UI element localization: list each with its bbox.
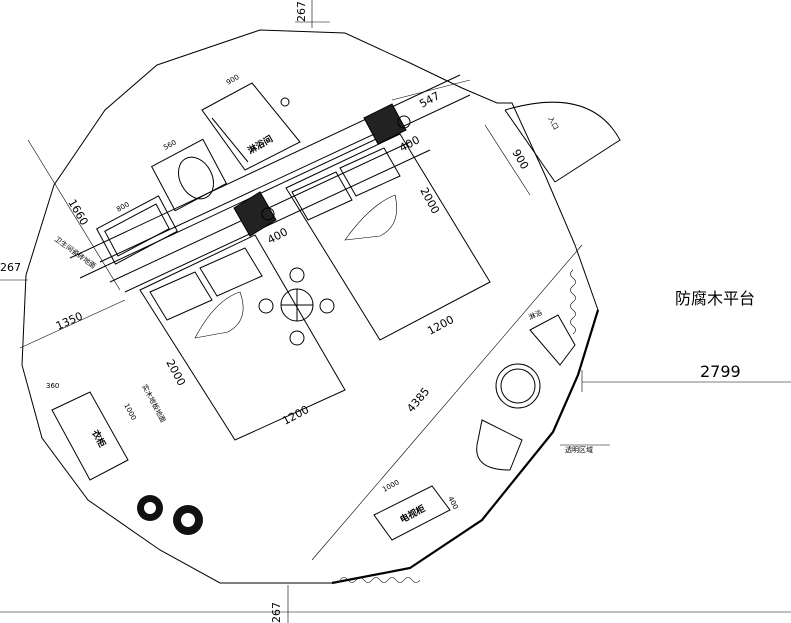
pillar-a: 400 (233, 191, 290, 247)
dim-top-offset: 267 (295, 1, 308, 22)
dim-bed-a-length: 2000 (163, 357, 188, 388)
dim-overall-width: 2799 (700, 362, 741, 381)
dim-tv-length: 1000 (381, 478, 400, 493)
lounge-chair (476, 419, 523, 471)
armchair (529, 314, 576, 366)
dim-diagonal: 4385 (404, 385, 432, 415)
chandelier-icon (258, 267, 335, 346)
wardrobe: 衣柜 360 1000 (46, 382, 138, 481)
corridor-walls (69, 74, 471, 293)
building-outline (21, 29, 599, 584)
tv-cabinet: 电视柜 1000 400 (373, 478, 460, 541)
shower-room-label: 淋浴间 (246, 133, 275, 157)
deck-label: 防腐木平台 (675, 289, 755, 308)
dim-bed-a-width: 1200 (280, 403, 311, 428)
wood-floor-label: 实木地板地面 (140, 383, 168, 424)
dim-pillar-a: 400 (265, 225, 290, 246)
tv-cabinet-label: 电视柜 (398, 502, 427, 525)
bed-a: 2000 1200 (139, 234, 346, 441)
dim-bath-length: 1660 (65, 197, 90, 228)
entrance-label: 入口 (546, 115, 560, 131)
bath-floor-label: 卫生间瓷砖地面 (53, 234, 98, 270)
shower-room: 900 淋浴间 (201, 73, 301, 171)
dim-front-depth: 1350 (54, 309, 85, 332)
dim-wardrobe-length: 1000 (122, 402, 137, 421)
round-table (495, 363, 541, 409)
dim-wardrobe-depth: 360 (46, 382, 59, 390)
dim-bed-b-width: 1200 (425, 313, 456, 338)
curtain-bottom (339, 577, 421, 583)
curtain-right (570, 269, 576, 335)
basin: 800 (96, 195, 178, 265)
dim-toilet-width: 560 (162, 138, 178, 151)
shower-tag: 淋浴 (527, 308, 543, 322)
bed-b: 2000 1200 (285, 133, 491, 341)
dim-bed-b-length: 2000 (417, 185, 442, 216)
dim-bottom-offset: 267 (270, 602, 283, 623)
transparent-area-label: 透明区域 (565, 445, 593, 454)
wardrobe-label: 衣柜 (89, 428, 108, 450)
dim-shower-width: 900 (225, 73, 241, 87)
glass-wall (331, 309, 600, 585)
tree-icon (137, 495, 203, 535)
toilet: 560 (150, 138, 228, 212)
dim-left-offset: 267 (0, 261, 21, 274)
